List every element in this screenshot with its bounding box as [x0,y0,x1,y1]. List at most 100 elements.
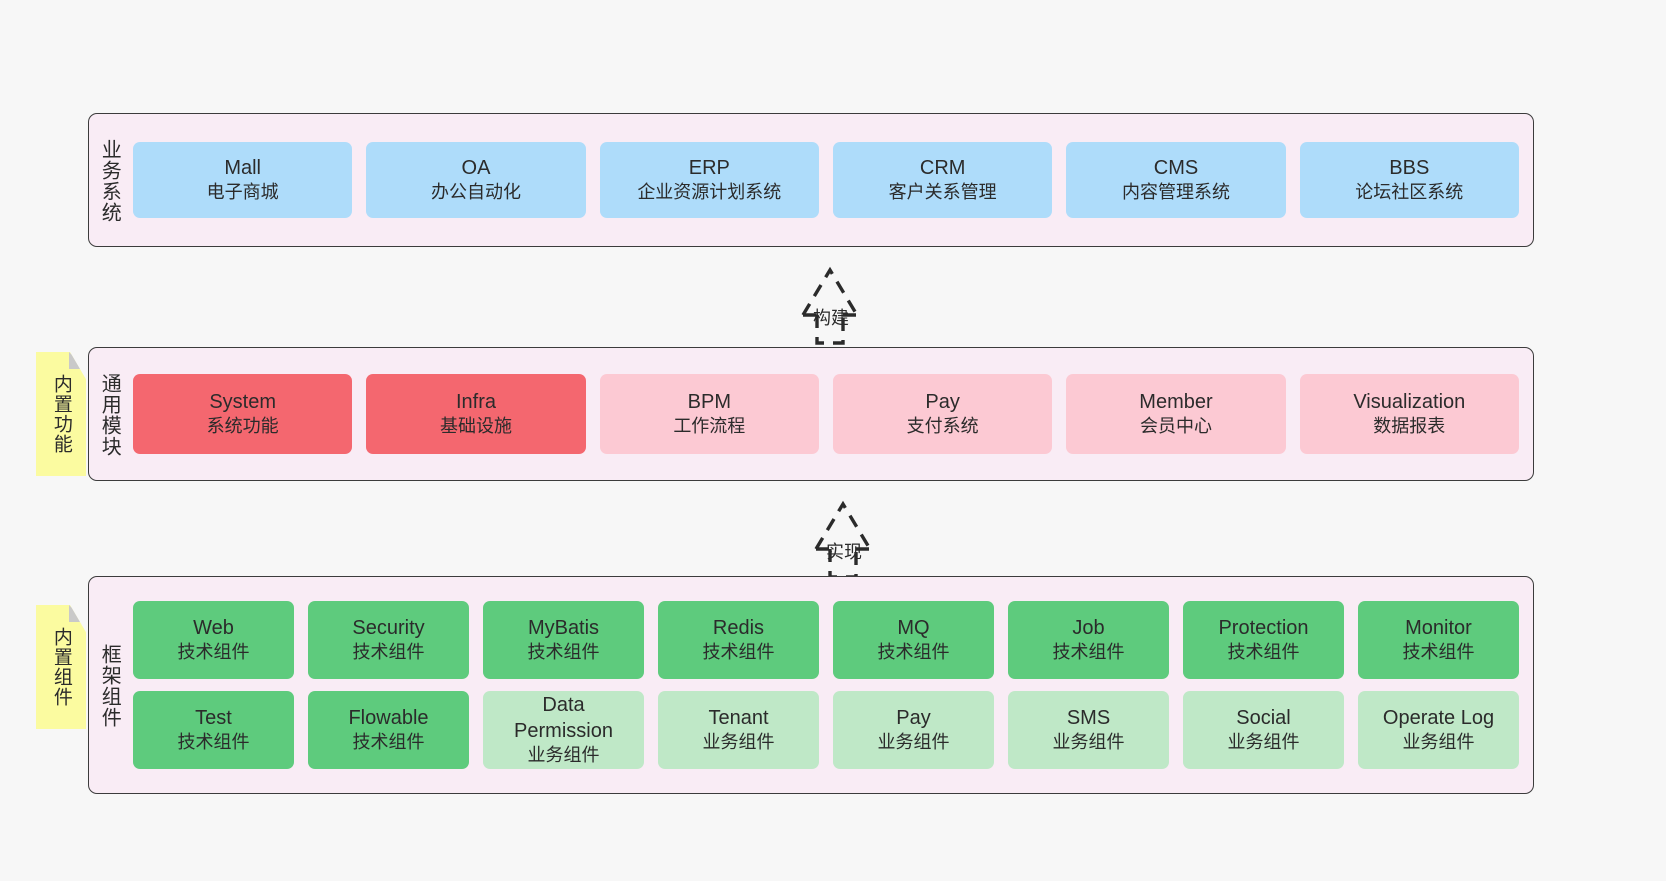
card-desc: 系统功能 [206,416,279,437]
card-bbs[interactable]: BBS 论坛社区系统 [1299,142,1519,218]
layer-framework-components: 框架组件 Web 技术组件 Security 技术组件 MyBatis 技术组件… [88,576,1534,794]
card-title: Data [542,694,585,717]
sticky-label: 内置组件 [50,627,72,707]
connector-build-label: 构建 [813,308,849,328]
framework-row-business: Test 技术组件 Flowable 技术组件 Data Permission … [133,691,1519,769]
card-protection[interactable]: Protection 技术组件 [1183,601,1344,679]
card-desc: 办公自动化 [430,182,521,203]
card-tenant[interactable]: Tenant 业务组件 [658,691,819,769]
card-erp[interactable]: ERP 企业资源计划系统 [599,142,819,218]
card-title: OA [461,157,491,180]
card-title: Infra [455,391,496,414]
arrowhead-triangle [814,500,872,550]
card-monitor[interactable]: Monitor 技术组件 [1358,601,1519,679]
card-desc: 数据报表 [1373,416,1446,437]
card-flowable[interactable]: Flowable 技术组件 [308,691,469,769]
card-title: Member [1139,391,1213,414]
card-desc: 会员中心 [1139,416,1212,437]
arrow-shaft [828,549,858,579]
layer-title-business-systems: 业务系统 [98,139,121,223]
card-title: Protection [1218,617,1309,640]
arrow-shaft [815,315,845,345]
card-desc: 业务组件 [1052,732,1125,753]
card-web[interactable]: Web 技术组件 [133,601,294,679]
card-title: Redis [712,617,765,640]
card-desc: 技术组件 [177,642,250,663]
card-desc: 客户关系管理 [888,182,997,203]
card-mybatis[interactable]: MyBatis 技术组件 [483,601,644,679]
card-security[interactable]: Security 技术组件 [308,601,469,679]
card-mall[interactable]: Mall 电子商城 [133,142,353,218]
card-title: Operate Log [1382,707,1495,730]
card-member[interactable]: Member 会员中心 [1066,374,1286,454]
card-desc: 电子商城 [206,182,279,203]
layer-body-common-modules: System 系统功能 Infra 基础设施 BPM 工作流程 Pay 支付系统… [129,348,1533,480]
sticky-note-builtin-functions: 内置功能 [36,352,86,476]
connector-implement-label: 实现 [826,542,862,562]
sticky-fold-corner [69,605,86,622]
card-data-permission[interactable]: Data Permission 业务组件 [483,691,644,769]
card-desc: 业务组件 [1227,732,1300,753]
card-cms[interactable]: CMS 内容管理系统 [1066,142,1286,218]
card-desc: 论坛社区系统 [1355,182,1464,203]
card-title: Social [1236,707,1291,730]
card-mq[interactable]: MQ 技术组件 [833,601,994,679]
sticky-fold-corner [69,352,86,369]
card-desc: 基础设施 [439,416,512,437]
card-title: Pay [925,391,960,414]
card-title: MyBatis [527,617,600,640]
layer-body-business-systems: Mall 电子商城 OA 办公自动化 ERP 企业资源计划系统 CRM 客户关系… [129,114,1533,246]
layer-title-framework-components: 框架组件 [98,644,121,728]
connector-build: 构建 [755,257,905,345]
card-pay-module[interactable]: Pay 支付系统 [832,374,1053,454]
card-job[interactable]: Job 技术组件 [1008,601,1169,679]
card-desc: 技术组件 [1227,642,1300,663]
card-system[interactable]: System 系统功能 [133,374,353,454]
card-title: BBS [1389,157,1430,180]
layer-body-framework-components: Web 技术组件 Security 技术组件 MyBatis 技术组件 Redi… [129,577,1533,793]
card-desc: 企业资源计划系统 [637,182,782,203]
card-redis[interactable]: Redis 技术组件 [658,601,819,679]
sticky-label: 内置功能 [50,374,72,454]
card-title-line2: Permission [514,719,613,742]
card-desc: 技术组件 [177,732,250,753]
card-crm[interactable]: CRM 客户关系管理 [832,142,1053,218]
card-desc: 业务组件 [877,732,950,753]
card-title: Visualization [1353,391,1466,414]
card-desc: 工作流程 [673,416,746,437]
layer-business-systems: 业务系统 Mall 电子商城 OA 办公自动化 ERP 企业资源计划系统 CRM… [88,113,1534,247]
card-desc: 支付系统 [906,416,979,437]
sticky-note-builtin-components: 内置组件 [36,605,86,729]
card-title: Security [352,617,425,640]
card-desc: 技术组件 [702,642,775,663]
card-test[interactable]: Test 技术组件 [133,691,294,769]
card-operate-log[interactable]: Operate Log 业务组件 [1358,691,1519,769]
layer-common-modules: 通用模块 System 系统功能 Infra 基础设施 BPM 工作流程 Pay… [88,347,1534,481]
card-oa[interactable]: OA 办公自动化 [366,142,586,218]
card-visualization[interactable]: Visualization 数据报表 [1299,374,1519,454]
arrowhead-triangle [801,266,859,316]
card-desc: 技术组件 [1052,642,1125,663]
layer-title-common-modules: 通用模块 [98,373,121,457]
card-title: CMS [1153,157,1199,180]
card-title: Mall [224,157,261,180]
card-title: SMS [1066,707,1111,730]
card-pay-component[interactable]: Pay 业务组件 [833,691,994,769]
card-title: Tenant [708,707,769,730]
card-desc: 内容管理系统 [1121,182,1230,203]
card-desc: 技术组件 [527,642,600,663]
card-title: MQ [897,617,930,640]
card-desc: 业务组件 [527,744,600,765]
card-bpm[interactable]: BPM 工作流程 [599,374,819,454]
card-infra[interactable]: Infra 基础设施 [366,374,586,454]
card-title: ERP [688,157,730,180]
card-social[interactable]: Social 业务组件 [1183,691,1344,769]
card-sms[interactable]: SMS 业务组件 [1008,691,1169,769]
card-desc: 技术组件 [352,732,425,753]
card-title: System [209,391,276,414]
card-title: Monitor [1405,617,1472,640]
card-title: Test [195,707,232,730]
card-desc: 业务组件 [1402,732,1475,753]
card-desc: 技术组件 [877,642,950,663]
